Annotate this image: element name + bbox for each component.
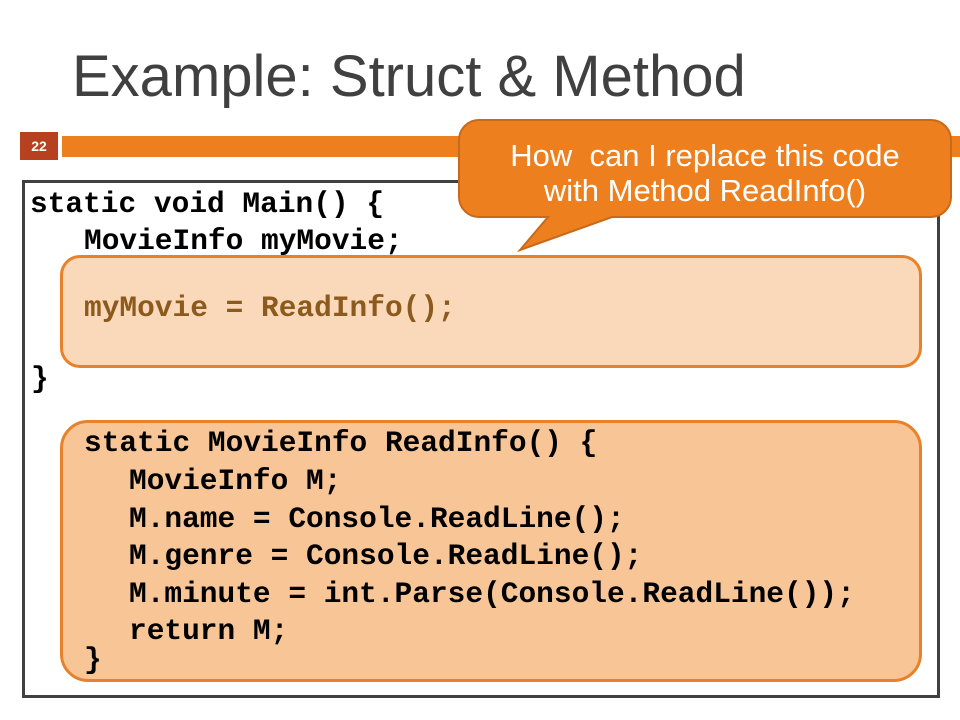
code-line-declaration: MovieInfo myMovie; — [84, 224, 403, 258]
code-line-method-body: M.genre = Console.ReadLine(); — [129, 539, 643, 573]
code-line-method-signature: static MovieInfo ReadInfo() { — [84, 426, 598, 460]
highlight-box — [60, 255, 922, 368]
code-line-method-body: M.minute = int.Parse(Console.ReadLine())… — [129, 577, 855, 611]
code-line-main-signature: static void Main() { — [30, 187, 385, 221]
callout-text-line: with Method ReadInfo() — [543, 173, 867, 208]
code-line-method-close: } — [84, 643, 102, 677]
slide-number: 22 — [31, 138, 47, 154]
code-line-method-call: myMovie = ReadInfo(); — [84, 291, 456, 325]
code-line-main-close: } — [31, 362, 49, 396]
callout-shape — [458, 119, 952, 253]
slide-number-badge: 22 — [20, 132, 58, 160]
callout-text-line: How can I replace this code — [510, 138, 900, 173]
method-box — [60, 420, 922, 682]
page-title: Example: Struct & Method — [72, 44, 746, 109]
code-line-method-body: M.name = Console.ReadLine(); — [129, 502, 625, 536]
code-line-method-body: MovieInfo M; — [129, 464, 342, 498]
code-line-method-return: return M; — [129, 614, 289, 648]
